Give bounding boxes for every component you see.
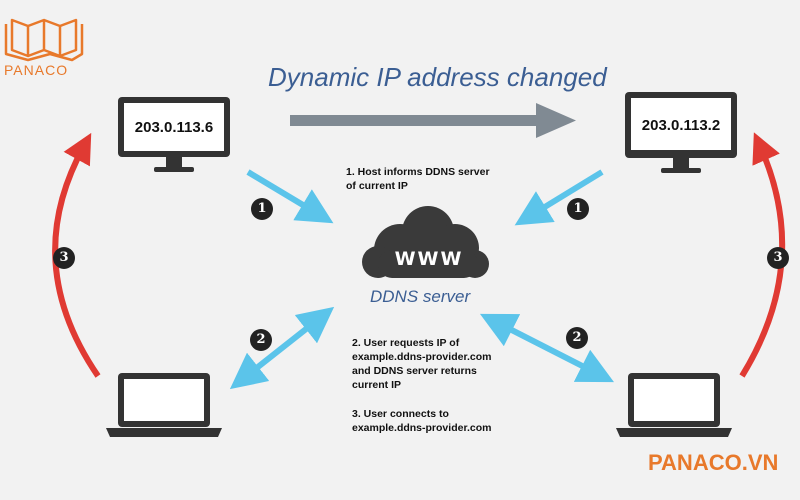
- step1-line: of current IP: [346, 180, 408, 192]
- step1-arrow-right: [514, 169, 604, 226]
- right-host-ip: 203.0.113.2: [641, 117, 721, 134]
- book-logo-icon: [4, 18, 84, 62]
- step2-line: example.ddns-provider.com: [352, 351, 492, 363]
- brand-watermark: PANACO.VN: [648, 450, 779, 475]
- step2-arrow-right: [479, 313, 615, 383]
- ddns-server-label: DDNS server: [370, 287, 471, 306]
- step2-arrow-left: [229, 306, 335, 390]
- laptop-icon: [106, 373, 222, 437]
- laptop-icon: [616, 373, 732, 437]
- step3-badge: 3: [767, 247, 789, 269]
- step1-text: 1. Host informs DDNS server of current I…: [346, 165, 490, 193]
- cloud-www-text: WWW: [394, 248, 464, 270]
- step2-line: current IP: [352, 379, 402, 391]
- monitor-icon: [625, 92, 737, 173]
- step2-line: 2. User requests IP of: [352, 337, 460, 349]
- step1-arrow-left: [246, 169, 334, 224]
- logo-text: PANACO: [4, 62, 69, 78]
- step1-badge: 1: [251, 198, 273, 220]
- step3-line: 3. User connects to: [352, 408, 449, 420]
- cloud-icon: [362, 206, 489, 278]
- diagram-title: Dynamic IP address changed: [268, 62, 607, 92]
- step2-badge: 2: [250, 329, 272, 351]
- left-host-ip: 203.0.113.6: [134, 119, 214, 136]
- step2-line: and DDNS server returns: [352, 365, 477, 377]
- step1-badge: 1: [567, 198, 589, 220]
- step3-text: 3. User connects to example.ddns-provide…: [352, 407, 491, 435]
- step2-badge: 2: [566, 327, 588, 349]
- step1-line: 1. Host informs DDNS server: [346, 166, 490, 178]
- ip-change-arrow: [290, 103, 576, 138]
- step2-text: 2. User requests IP of example.ddns-prov…: [352, 336, 491, 392]
- monitor-icon: [118, 97, 230, 172]
- step3-badge: 3: [53, 247, 75, 269]
- step3-line: example.ddns-provider.com: [352, 422, 492, 434]
